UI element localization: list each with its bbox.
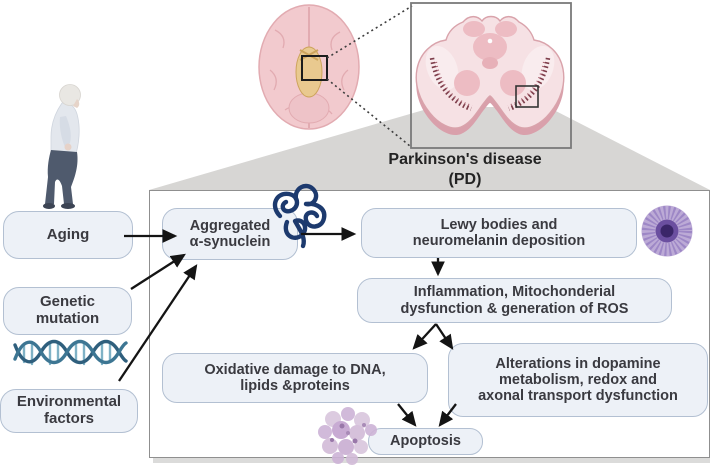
- lewy-bodies-box: Lewy bodies and neuromelanin deposition: [361, 208, 637, 258]
- aggregated-synuclein-box: Aggregated α-synuclein: [162, 208, 298, 260]
- inflammation-ros-box: Inflammation, Mitochonderial dysfunction…: [357, 278, 672, 323]
- oxidative-damage-box: Oxidative damage to DNA, lipids &protein…: [162, 353, 428, 403]
- factor-environmental-box: Environmental factors: [0, 389, 138, 433]
- midbrain-section-icon: [415, 15, 565, 136]
- panel-drop-shadow: [153, 458, 710, 463]
- factor-aging-box: Aging: [3, 211, 133, 259]
- inset-background: [411, 3, 571, 148]
- brain-zoom-square: [301, 55, 328, 81]
- factor-genetic-mutation-box: Genetic mutation: [3, 287, 132, 335]
- brain-inferior-view-icon: [258, 4, 360, 130]
- elderly-stooped-person-icon: [43, 84, 81, 209]
- zoom-region-dotted-lines-icon: [326, 5, 413, 147]
- disease-title: Parkinson's disease (PD): [388, 151, 542, 188]
- dna-double-helix-icon: [13, 339, 128, 366]
- midbrain-zoom-square: [515, 85, 539, 108]
- apoptosis-box: Apoptosis: [368, 428, 483, 455]
- inset-frame: [410, 2, 572, 149]
- alterations-dopamine-box: Alterations in dopamine metabolism, redo…: [448, 343, 708, 417]
